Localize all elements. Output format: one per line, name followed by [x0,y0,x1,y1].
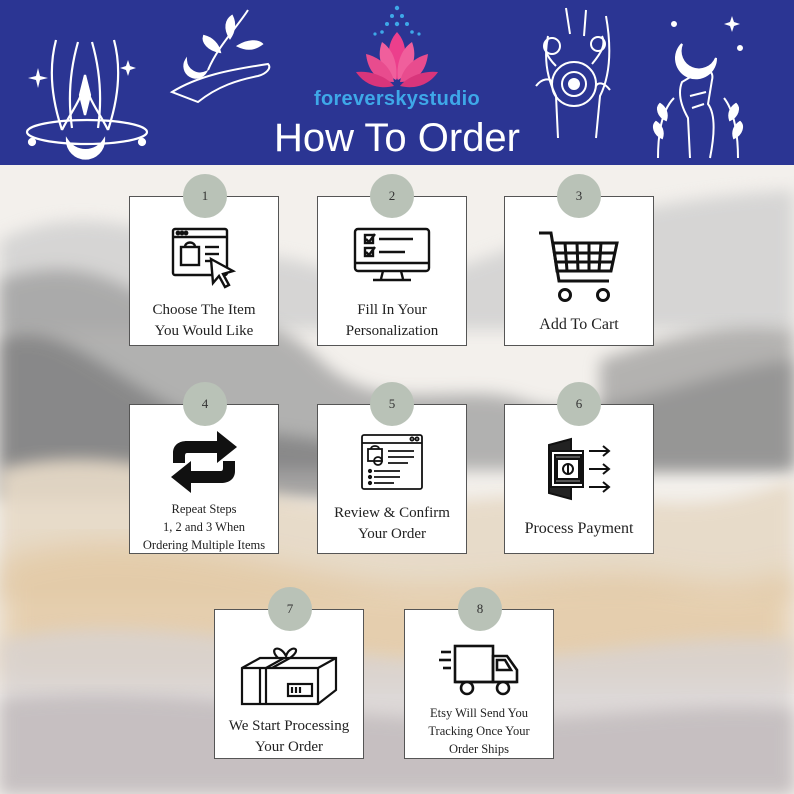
header-banner: foreverskystudio How To Order [0,0,794,165]
hands-crescent-moon-illustration-icon [25,39,149,160]
step-3-label-line-1: Add To Cart [539,316,619,333]
step-number-badge-7: 7 [268,587,312,631]
step-card-8: Etsy Will Send You Tracking Once Your Or… [404,609,554,759]
step-card-2: Fill In Your Personalization [317,196,467,346]
shopping-cart-icon [505,227,653,309]
step-number-badge-6: 6 [557,382,601,426]
step-number-badge-4: 4 [183,382,227,426]
step-4-label-line-2: 1, 2 and 3 When [162,520,246,534]
step-card-1: Choose The Item You Would Like [129,196,279,346]
step-4-label-line-3: Ordering Multiple Items [142,538,266,552]
step-7-label-line-1: We Start Processing [228,718,350,734]
step-card-6: Process Payment [504,404,654,554]
hand-with-flowers-illustration-icon [535,7,611,139]
package-icon [215,646,363,706]
browser-review-icon [318,433,466,491]
brand-name: foreverskystudio [314,88,480,110]
monitor-checklist-icon [318,227,466,283]
hand-with-leaves-illustration-icon [169,9,271,104]
step-card-3: Add To Cart [504,196,654,346]
delivery-truck-icon [405,642,553,698]
step-card-7: We Start Processing Your Order [214,609,364,759]
page-title: How To Order [273,116,520,160]
wallet-payment-icon [505,437,653,501]
step-card-4: Repeat Steps 1, 2 and 3 When Ordering Mu… [129,404,279,554]
step-6-label-line-1: Process Payment [524,520,634,537]
step-5-label-line-1: Review & Confirm [334,505,450,521]
step-number-badge-2: 2 [370,174,414,218]
step-8-label-line-2: Tracking Once Your [428,724,530,738]
step-8-label-line-3: Order Ships [448,742,510,756]
step-8-label-line-1: Etsy Will Send You [430,706,528,720]
step-1-label-line-1: Choose The Item [152,302,256,318]
step-number-badge-3: 3 [557,174,601,218]
step-number-badge-1: 1 [183,174,227,218]
step-number-badge-8: 8 [458,587,502,631]
step-1-label-line-2: You Would Like [154,323,254,339]
step-5-label-line-2: Your Order [357,526,427,542]
browser-shopping-bag-icon [130,227,278,289]
step-card-5: Review & Confirm Your Order [317,404,467,554]
step-7-label-line-2: Your Order [254,739,324,755]
step-4-label-line-1: Repeat Steps [171,502,237,516]
hand-crescent-moon-stars-illustration-icon [653,16,743,159]
step-2-label-line-1: Fill In Your [357,302,427,318]
repeat-arrows-icon [130,431,278,493]
step-2-label-line-2: Personalization [345,323,439,339]
step-number-badge-5: 5 [370,382,414,426]
lotus-logo-icon [356,5,438,88]
